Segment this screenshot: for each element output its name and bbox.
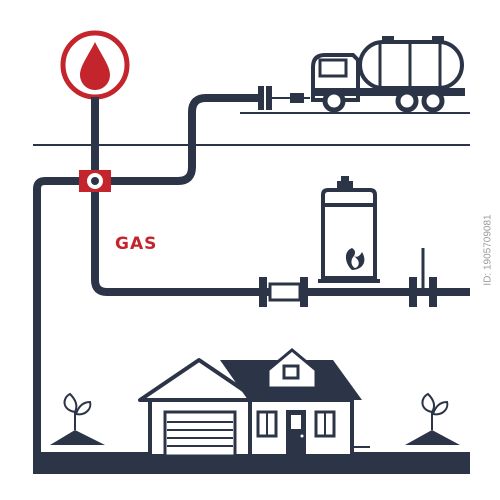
truck-flange — [258, 86, 264, 110]
truck-flange-2 — [266, 86, 272, 110]
truck-coupler — [290, 93, 304, 103]
ground-base — [33, 452, 470, 474]
valve-icon — [79, 170, 111, 192]
lower-pipe — [91, 192, 470, 296]
truck-feed-pipe — [95, 94, 260, 185]
tanker-truck-icon — [311, 36, 465, 113]
meter-icon — [259, 277, 308, 307]
plant-sprout-icon — [50, 392, 105, 445]
gas-drop-icon — [60, 30, 130, 100]
right-valve — [409, 248, 437, 307]
drop-pipe — [91, 97, 99, 187]
plant-sprout-icon-right — [405, 392, 460, 445]
flame-icon — [345, 248, 365, 270]
gas-tank-icon — [318, 176, 380, 283]
house-icon — [138, 348, 362, 458]
side-id-text: ID: 1905709081 — [482, 214, 494, 286]
main-pipe-left — [33, 177, 95, 470]
gas-label: GAS — [115, 234, 158, 254]
